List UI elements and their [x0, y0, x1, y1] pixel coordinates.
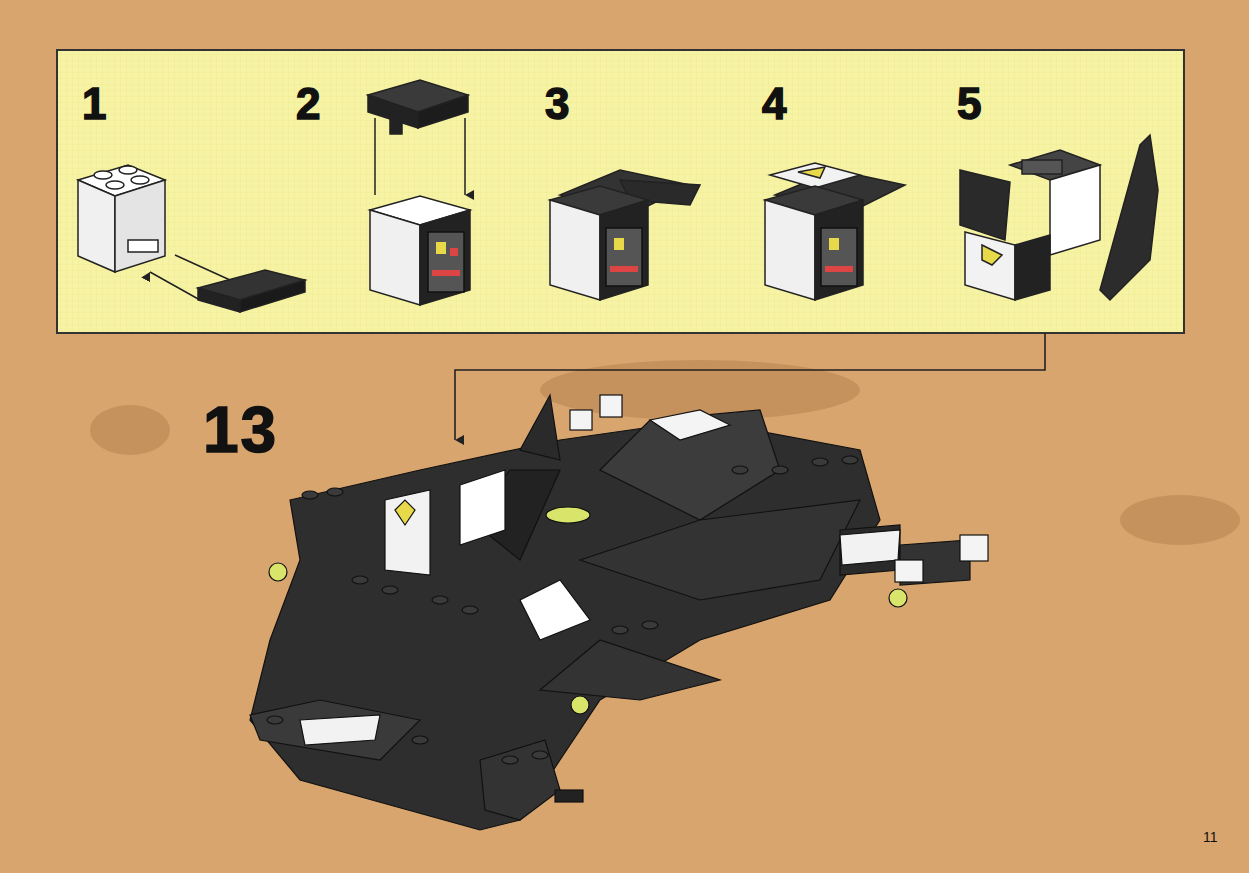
step-number: 5 — [957, 82, 983, 126]
step4-parts — [765, 163, 905, 300]
step-number: 3 — [545, 82, 571, 126]
substep-panel — [57, 50, 1184, 333]
step3-parts — [550, 170, 700, 300]
step5-parts — [960, 135, 1158, 300]
step-number: 13 — [203, 398, 278, 462]
step-number: 4 — [762, 82, 788, 126]
step2-parts — [368, 80, 470, 305]
step-number: 1 — [82, 82, 108, 126]
page-number: 11 — [1203, 830, 1218, 844]
step-number: 2 — [296, 82, 322, 126]
step1-parts — [78, 165, 305, 312]
main-model — [250, 395, 988, 830]
